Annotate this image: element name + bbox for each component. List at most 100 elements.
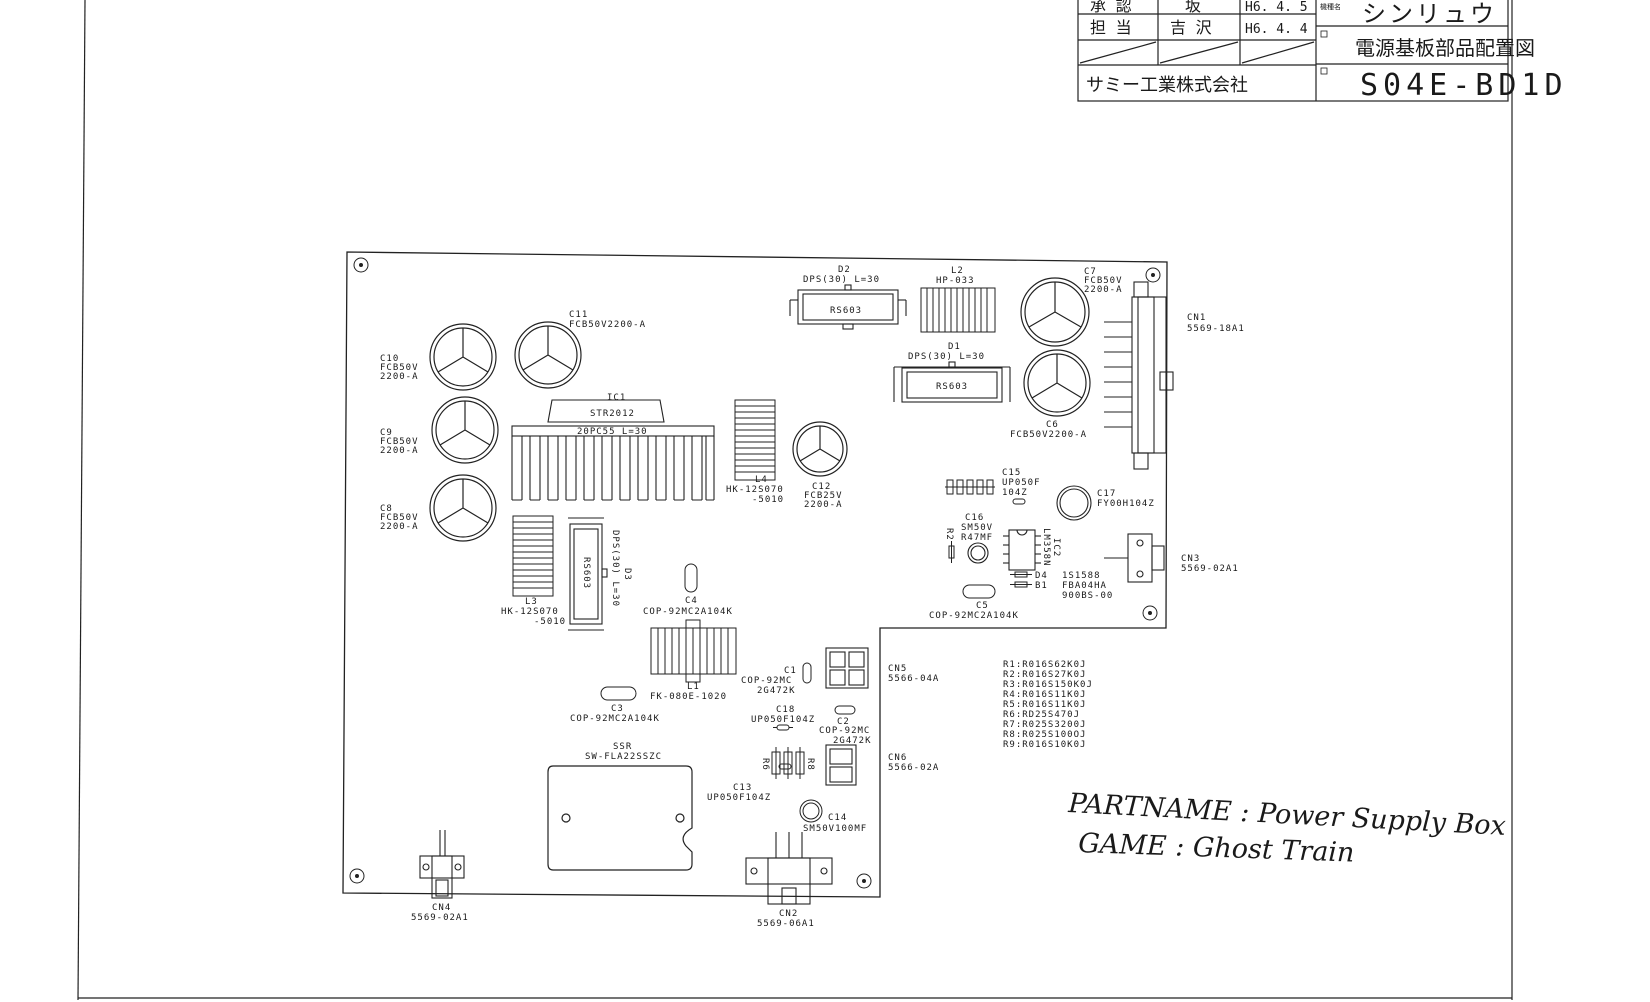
title-small-mark [1320, 67, 1328, 75]
c10-ref: C10 [380, 354, 399, 364]
drawing-number: S04E-BD1D [1360, 68, 1568, 103]
l1-value: FK-080E-1020 [650, 692, 727, 702]
bead-b1 [1010, 581, 1032, 588]
capacitor-c18 [773, 724, 793, 731]
c2-value2: 2G472K [833, 736, 872, 746]
c10-value2: 2200-A [380, 372, 419, 382]
c4-ref: C4 [685, 596, 698, 606]
cn6-value: 5566-02A [888, 763, 939, 773]
capacitor-c1 [802, 662, 812, 684]
c4-value: COP-92MC2A104K [643, 607, 733, 617]
c18-ref: C18 [776, 705, 795, 715]
c9-ref: C9 [380, 428, 393, 438]
c6-value: FCB50V2200-A [1010, 430, 1087, 440]
cn2-ref: CN2 [779, 909, 798, 919]
c13-value: UP050F104Z [707, 793, 771, 803]
cn3-value: 5569-02A1 [1181, 564, 1239, 574]
approval-date: H6. 4. 5 [1245, 0, 1308, 15]
cn5-value: 5566-04A [888, 674, 939, 684]
c14-ref: C14 [828, 813, 847, 823]
l4-value: HK-12S070 [726, 485, 784, 495]
c17-ref: C17 [1097, 489, 1116, 499]
c2-value: COP-92MC [819, 726, 870, 736]
capacitor-c3 [600, 686, 637, 701]
c16-value2: R47MF [961, 533, 993, 543]
capacitor-c17 [1056, 485, 1092, 521]
ic2-chip [1003, 529, 1041, 571]
c2-ref: C2 [837, 717, 850, 727]
inductor-l4 [734, 399, 776, 481]
ssr-value: SW-FLA22SSZC [585, 752, 662, 762]
c13-ref: C13 [733, 783, 752, 793]
r6-ref: R6 [760, 758, 770, 771]
d2-value: DPS(30) L=30 [803, 275, 880, 285]
c1-value: COP-92MC [741, 676, 792, 686]
mounting-hole [1142, 605, 1158, 621]
c12-value2: 2200-A [804, 500, 843, 510]
capacitor-c10 [429, 323, 497, 391]
l2-value: HP-033 [936, 276, 975, 286]
diode-bridge-d1 [893, 361, 1011, 403]
ic1-value: STR2012 [590, 409, 635, 419]
title-small-mark [1320, 30, 1328, 38]
l3-value2: -5010 [534, 617, 566, 627]
l3-ref: L3 [525, 597, 538, 607]
mounting-hole [353, 257, 369, 273]
pcb-outline [342, 251, 1168, 898]
ssr-relay [547, 765, 693, 871]
c18-value: UP050F104Z [751, 715, 815, 725]
capacitor-c8 [429, 474, 497, 542]
c10-value: FCB50V [380, 363, 419, 373]
cn6-ref: CN6 [888, 753, 907, 763]
resistor-list-item: R6:RD25S470J [1003, 710, 1080, 720]
cn2-value: 5569-06A1 [757, 919, 815, 929]
capacitor-c7 [1020, 277, 1090, 347]
r8-ref: R8 [805, 758, 815, 771]
connector-cn6 [825, 744, 857, 786]
l4-value2: -5010 [752, 495, 784, 505]
d4-value: 1S1588 [1062, 571, 1101, 581]
connector-cn1 [1104, 281, 1174, 470]
resistor-list-item: R9:R016S10K0J [1003, 740, 1086, 750]
cn3-ref: CN3 [1181, 554, 1200, 564]
resistor-list-item: R1:R016S62K0J [1003, 660, 1086, 670]
c11-value: FCB50V2200-A [569, 320, 646, 330]
capacitor-c9 [431, 396, 499, 464]
c7-ref: C7 [1084, 267, 1097, 277]
resistor-list-item: R3:R016S150K0J [1003, 680, 1093, 690]
title-block: 承 認 坂 H6. 4. 5 担 当 吉 沢 H6. 4. 4 サミー工業株式会… [1077, 0, 1568, 103]
author-date: H6. 4. 4 [1245, 22, 1308, 37]
model-tag: 機種名 [1320, 2, 1341, 11]
l3-value: HK-12S070 [501, 607, 559, 617]
c5-value: COP-92MC2A104K [929, 611, 1019, 621]
capacitor-c14 [799, 799, 823, 823]
diode-bridge-d3 [568, 517, 608, 631]
connector-cn2 [745, 832, 833, 905]
c16-ref: C16 [965, 513, 984, 523]
b1-value2: 900BS-00 [1062, 591, 1113, 601]
d2-ref: D2 [838, 265, 851, 275]
d3-value: DPS(30) L=30 [610, 530, 620, 607]
l4-ref: L4 [755, 475, 768, 485]
inductor-l2 [920, 287, 996, 333]
d3-ref: D3 [622, 568, 632, 581]
d1-ref: D1 [948, 342, 961, 352]
resistor-list-item: R4:R016S11K0J [1003, 690, 1086, 700]
ssr-ref: SSR [613, 742, 632, 752]
author-name: 吉 沢 [1170, 18, 1212, 37]
c12-ref: C12 [812, 482, 831, 492]
resistor-list: R1:R016S62K0J R2:R016S27K0J R3:R016S150K… [1003, 660, 1093, 750]
d3-body: RS603 [581, 557, 591, 589]
capacitor-c13 [778, 763, 792, 770]
c15-ref: C15 [1002, 468, 1021, 478]
c8-value: FCB50V [380, 513, 419, 523]
c14-value: SM50V100MF [803, 824, 867, 834]
cn4-value: 5569-02A1 [411, 913, 469, 923]
c17-value: FY00H104Z [1097, 499, 1155, 509]
sheet-frame [77, 0, 1513, 1001]
capacitor-c16 [967, 542, 989, 564]
d2-body: RS603 [830, 306, 862, 316]
c9-value: FCB50V [380, 437, 419, 447]
d4-ref: D4 [1035, 571, 1048, 581]
